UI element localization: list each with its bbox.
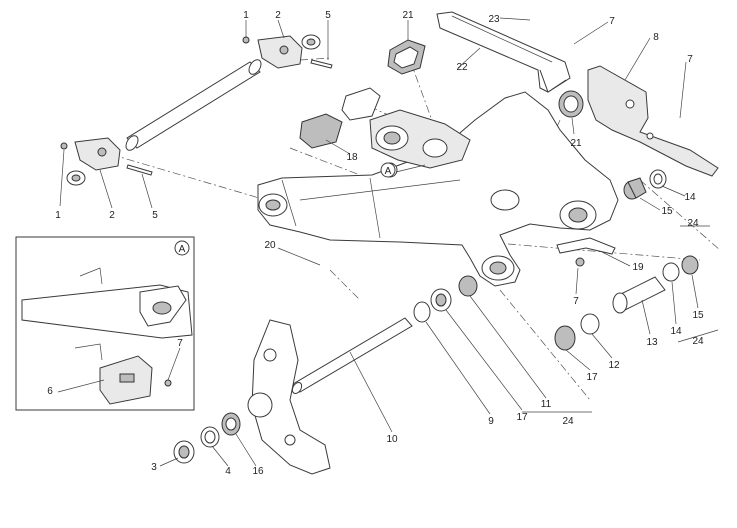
chain-adjuster-bottom bbox=[60, 137, 153, 186]
callout-23: 23 bbox=[488, 14, 500, 25]
callout-17: 17 bbox=[586, 372, 598, 383]
pivot-shaft bbox=[291, 275, 478, 395]
detail-marker-label: A bbox=[385, 166, 392, 177]
callout-2: 2 bbox=[109, 210, 115, 221]
callout-24: 24 bbox=[687, 218, 699, 229]
callout-1: 1 bbox=[55, 210, 61, 221]
rubber-pads bbox=[299, 39, 584, 149]
sensor-bracket bbox=[556, 237, 616, 267]
callout-17: 17 bbox=[516, 412, 528, 423]
callout-11: 11 bbox=[541, 399, 552, 410]
callout-4: 4 bbox=[225, 466, 231, 477]
callout-labels: 1 2 5 21 23 7 8 7 22 21 18 1 2 5 15 14 2… bbox=[47, 10, 704, 477]
callout-5: 5 bbox=[152, 210, 158, 221]
callout-1: 1 bbox=[243, 10, 249, 21]
callout-7: 7 bbox=[573, 296, 579, 307]
callout-21: 21 bbox=[402, 10, 414, 21]
swingarm bbox=[257, 91, 619, 287]
callout-12: 12 bbox=[608, 360, 620, 371]
chain-adjuster-top bbox=[242, 34, 333, 69]
callout-15: 15 bbox=[692, 310, 704, 321]
callout-20: 20 bbox=[264, 240, 276, 251]
detail-marker: A bbox=[380, 162, 426, 178]
callout-21: 21 bbox=[570, 138, 582, 149]
callout-15: 15 bbox=[661, 206, 673, 217]
callout-19: 19 bbox=[632, 262, 644, 273]
callout-14: 14 bbox=[684, 192, 696, 203]
callout-8: 8 bbox=[653, 32, 659, 43]
wheel-axle bbox=[125, 59, 262, 151]
callout-2: 2 bbox=[275, 10, 281, 21]
callout-13: 13 bbox=[646, 337, 658, 348]
leader-lines bbox=[57, 17, 719, 467]
chain-guard bbox=[436, 11, 571, 93]
callout-5: 5 bbox=[325, 10, 331, 21]
callout-7: 7 bbox=[687, 54, 693, 65]
callout-7: 7 bbox=[177, 338, 183, 349]
callout-10: 10 bbox=[386, 434, 398, 445]
callout-22: 22 bbox=[456, 62, 468, 73]
callout-6: 6 bbox=[47, 386, 53, 397]
callout-7: 7 bbox=[609, 16, 615, 27]
detail-inset: A bbox=[15, 236, 195, 411]
callout-18: 18 bbox=[346, 152, 358, 163]
frame-section bbox=[247, 319, 331, 475]
callout-14: 14 bbox=[670, 326, 682, 337]
callout-9: 9 bbox=[488, 416, 494, 427]
chain-slider bbox=[587, 65, 719, 177]
callout-3: 3 bbox=[151, 462, 157, 473]
callout-16: 16 bbox=[252, 466, 264, 477]
callout-24: 24 bbox=[692, 336, 704, 347]
right-bushings bbox=[554, 169, 699, 351]
bearing-stack bbox=[173, 412, 241, 464]
inset-marker-label: A bbox=[179, 244, 186, 255]
callout-24: 24 bbox=[562, 416, 574, 427]
